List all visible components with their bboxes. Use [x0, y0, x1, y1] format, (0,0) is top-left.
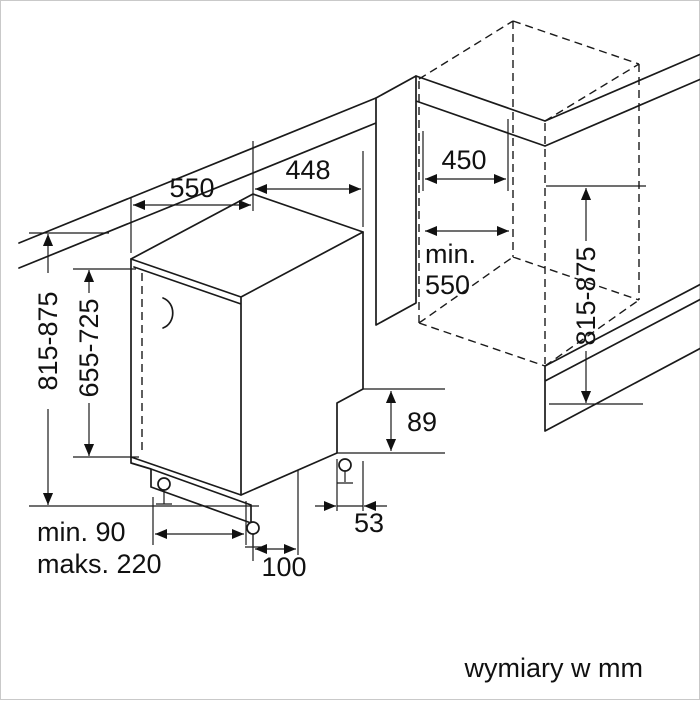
dimension-label-plinth-recess-min: min. 90 — [37, 517, 126, 547]
dimension-label-base-rear-depth: 53 — [354, 508, 384, 538]
footer-units-note: wymiary w mm — [464, 653, 643, 683]
dimension-label-niche-depth-line1: min. — [425, 239, 476, 269]
dimension-label-plinth-recess-max: maks. 220 — [37, 549, 162, 579]
dimension-appliance-height: 815-875 — [29, 232, 259, 507]
niche-floor-lines — [544, 283, 700, 432]
dimension-label-top-depth: 550 — [169, 173, 214, 203]
dimension-550: 550 — [130, 141, 254, 253]
dimension-448: 448 — [255, 151, 364, 227]
dimension-89: 89 — [337, 388, 445, 454]
dimension-53: 53 — [315, 459, 387, 538]
niche-dashed-outline — [418, 20, 640, 367]
dimension-label-base-front-inset: 100 — [261, 552, 306, 582]
dimension-min-550: min. 550 — [425, 225, 509, 300]
dimension-niche-height: 815-875 — [546, 185, 646, 405]
countertop-right-lines — [415, 53, 700, 147]
dimension-label-base-rear-height: 89 — [407, 407, 437, 437]
dimension-label-niche-height: 815-875 — [571, 246, 601, 345]
dishwasher-outline — [130, 193, 364, 524]
dimension-450: 450 — [422, 119, 509, 191]
niche-side-panel — [375, 75, 417, 326]
dimension-label-niche-width: 450 — [441, 145, 486, 175]
dimension-label-niche-depth-line2: 550 — [425, 270, 470, 300]
dimension-door-panel-height: 655-725 — [73, 268, 139, 458]
dimension-plinth-recess: min. 90 maks. 220 — [37, 497, 247, 579]
dimension-100: 100 — [252, 470, 307, 582]
countertop-left-lines — [18, 97, 377, 269]
foot-front-left — [157, 477, 171, 491]
dimension-label-door-panel-height: 655-725 — [74, 298, 104, 397]
dishwasher-door-swing-arc — [162, 297, 174, 329]
dimension-label-top-width: 448 — [285, 155, 330, 185]
dimension-label-appliance-height: 815-875 — [33, 291, 63, 390]
foot-front-right — [246, 521, 260, 535]
dishwasher-base-lines — [130, 456, 252, 524]
foot-rear-right — [338, 458, 352, 472]
